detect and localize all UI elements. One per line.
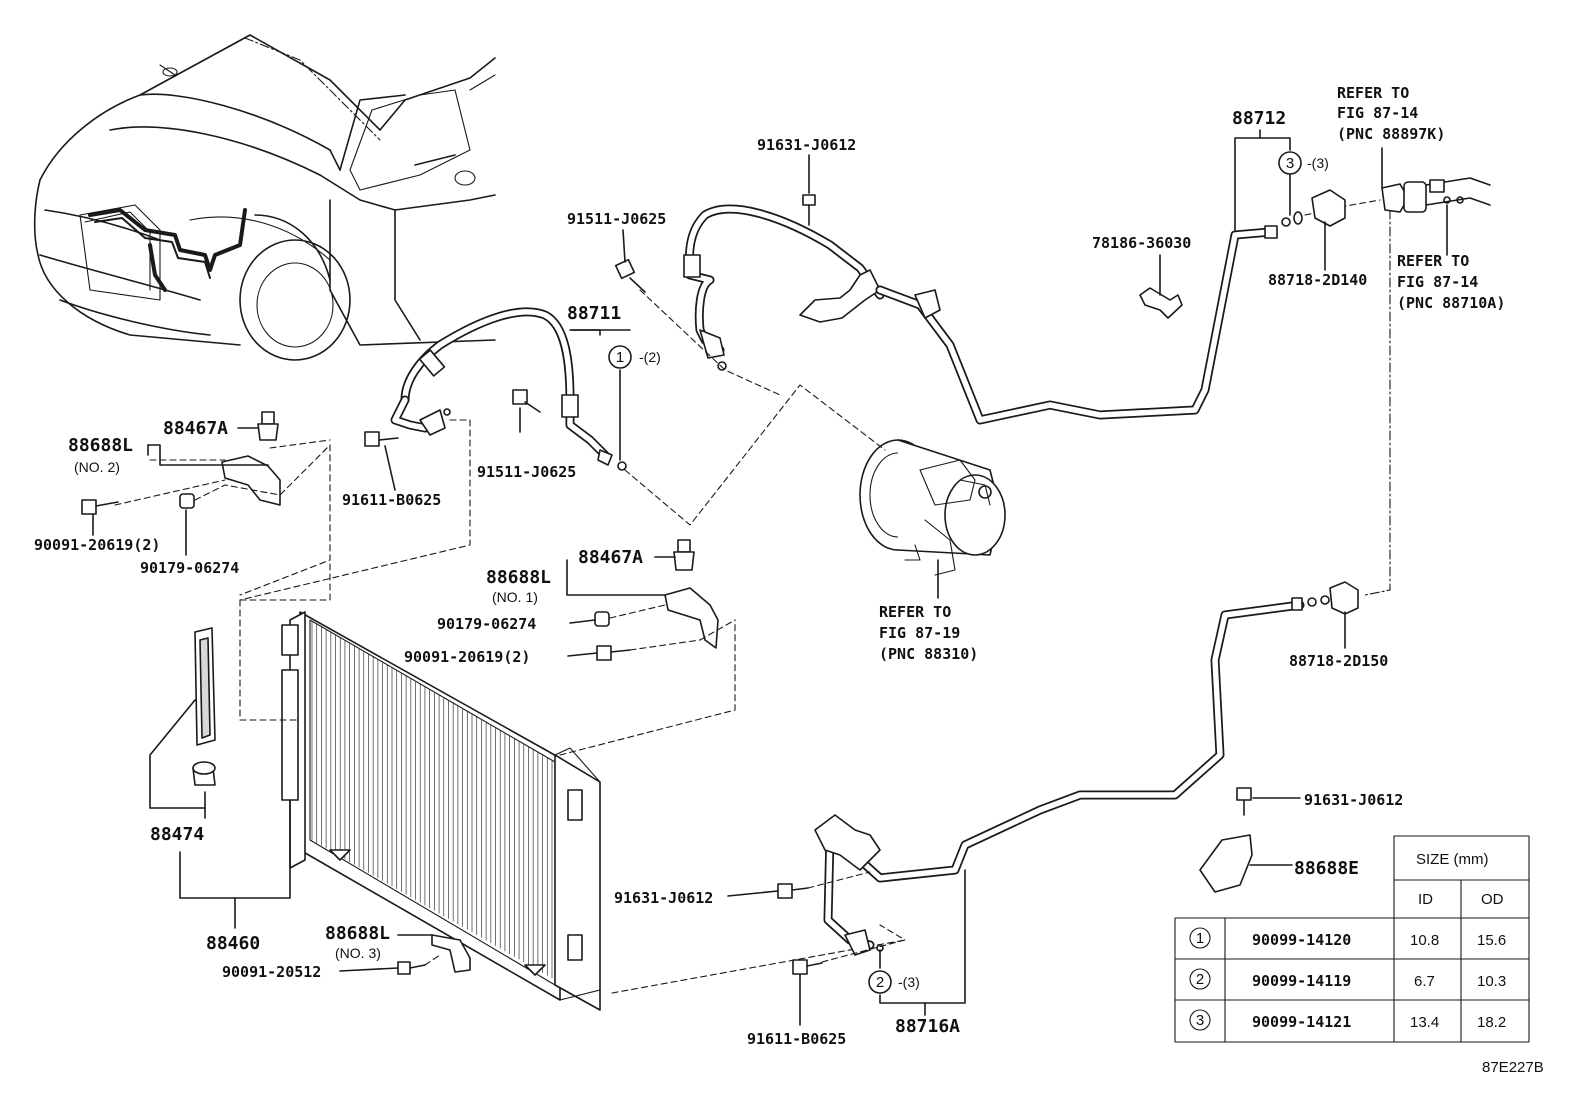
table-row-id: 10.8 [1410,932,1439,949]
table-row-od: 10.3 [1477,973,1506,990]
label-88711: 88711 [567,303,621,324]
table-header-size: SIZE (mm) [1416,851,1489,868]
leader-lines [92,129,1448,1026]
hose-discharge [683,204,885,371]
refer-right-line2: FIG 87-14 [1397,273,1478,291]
coupler-top-right [1311,177,1491,227]
refer-top-line1: REFER TO [1337,84,1409,102]
table-row-part: 90099-14119 [1252,972,1351,990]
callout-2: 2 -(3) [868,970,920,994]
table-row-od: 18.2 [1477,1014,1506,1031]
label-91631-mid: 91631-J0612 [614,889,713,907]
label-91611-low: 91611-B0625 [747,1030,846,1048]
table-col-od: OD [1481,891,1504,908]
condenser-88460 [239,559,906,1011]
callout-3: 3 -(3) [1278,151,1329,175]
label-91631-right: 91631-J0612 [1304,791,1403,809]
refer-compressor-line1: REFER TO [879,603,951,621]
label-91611-left: 91611-B0625 [342,491,441,509]
refer-compressor-line2: FIG 87-19 [879,624,960,642]
label-88688L-no2-sub: (NO. 2) [74,459,120,475]
label-88688E: 88688E [1294,858,1359,879]
callout-1: 1 -(2) [608,345,661,369]
table-col-id: ID [1418,891,1433,908]
table-row: 2 90099-14119 6.7 10.3 [1189,968,1506,990]
callout-2-qty: -(3) [898,974,920,990]
callout-2-number: 2 [876,974,884,991]
table-row-od: 15.6 [1477,932,1506,949]
table-row-id: 13.4 [1410,1014,1439,1031]
figure-code: 87E227B [1482,1059,1544,1076]
label-88467A-upper: 88467A [163,418,228,439]
label-90091-upper: 90091-20619(2) [34,536,160,554]
label-88688L-no3-sub: (NO. 3) [335,945,381,961]
table-row-mark: 1 [1196,930,1204,947]
label-88688L-no1: 88688L [486,567,551,588]
label-91511-top: 91511-J0625 [567,210,666,228]
part-labels: 91631-J0612 91511-J0625 88711 91511-J062… [34,84,1505,1048]
label-91511-low: 91511-J0625 [477,463,576,481]
refer-right-line1: REFER TO [1397,252,1469,270]
clip-78186 [1139,287,1183,319]
part-88474-bracket [149,627,216,809]
label-88474: 88474 [150,824,204,845]
refer-right-line3: (PNC 88710A) [1397,294,1505,312]
vehicle-illustration [33,34,496,361]
label-90179-upper: 90179-06274 [140,559,239,577]
label-88688L-no1-sub: (NO. 1) [492,589,538,605]
label-90091-20512: 90091-20512 [222,963,321,981]
fasteners [81,194,1253,975]
label-88688L-no2: 88688L [68,435,133,456]
table-row-part: 90099-14120 [1252,931,1351,949]
label-90091-lower: 90091-20619(2) [404,648,530,666]
label-88718-2d150: 88718-2D150 [1289,652,1388,670]
callout-3-number: 3 [1286,155,1294,172]
label-90179-lower: 90179-06274 [437,615,536,633]
table-row-part: 90099-14121 [1252,1013,1351,1031]
label-88460: 88460 [206,933,260,954]
table-row: 3 90099-14121 13.4 18.2 [1189,1009,1506,1031]
label-88712: 88712 [1232,108,1286,129]
refer-compressor-line3: (PNC 88310) [879,645,978,663]
callout-3-qty: -(3) [1307,155,1329,171]
label-88467A-lower: 88467A [578,547,643,568]
label-78186: 78186-36030 [1092,234,1191,252]
hose-88711 [390,307,627,471]
table-row-id: 6.7 [1414,973,1435,990]
label-88716A: 88716A [895,1016,960,1037]
pipe-88716A [814,581,1359,956]
table-row-mark: 3 [1196,1012,1204,1029]
refer-top-line3: (PNC 88897K) [1337,125,1445,143]
compressor [859,439,1006,576]
label-88688L-no3: 88688L [325,923,390,944]
condenser-fins [311,621,553,979]
callout-1-qty: -(2) [639,349,661,365]
refer-top-line2: FIG 87-14 [1337,104,1418,122]
table-row-mark: 2 [1196,971,1204,988]
table-row: 1 90099-14120 10.8 15.6 [1189,927,1506,949]
label-88718-2d140: 88718-2D140 [1268,271,1367,289]
pipe-88712 [875,211,1303,425]
size-table: SIZE (mm) ID OD 1 90099-14120 10.8 15.6 … [1174,835,1530,1043]
callout-1-number: 1 [616,349,624,366]
label-91631-top: 91631-J0612 [757,136,856,154]
